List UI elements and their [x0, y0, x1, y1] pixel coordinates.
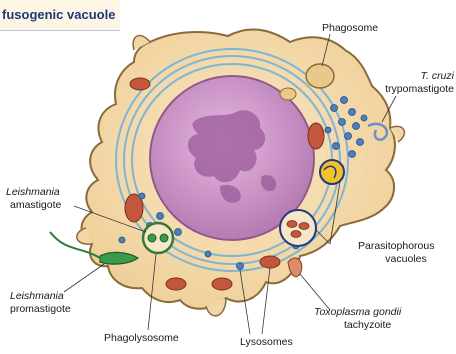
label-t-cruzi-stage: trypomastigote	[366, 83, 454, 95]
title-banner: fusogenic vacuole	[0, 0, 120, 31]
label-leishmania-promastigote-genus: Leishmania	[10, 290, 64, 302]
label-phagolysosome: Phagolysosome	[104, 332, 179, 344]
label-leishmania-amastigote-stage: amastigote	[10, 199, 61, 211]
label-leishmania-amastigote-genus: Leishmania	[6, 186, 60, 198]
vesicle	[280, 88, 296, 100]
page-title: fusogenic vacuole	[2, 7, 115, 22]
label-parasitophorous: Parasitophorous	[358, 240, 434, 252]
parasitophorous-vacuole	[280, 210, 316, 246]
phagosome	[306, 64, 334, 88]
label-toxoplasma-species: Toxoplasma gondii	[314, 306, 401, 318]
label-t-cruzi-species: T. cruzi	[366, 70, 454, 82]
label-vacuoles: vacuoles	[376, 253, 436, 265]
t-cruzi-vacuole	[320, 160, 344, 184]
label-lysosomes: Lysosomes	[240, 336, 293, 348]
label-leishmania-promastigote-stage: promastigote	[10, 303, 71, 315]
label-toxoplasma-stage: tachyzoite	[344, 319, 391, 331]
label-phagosome: Phagosome	[322, 22, 378, 34]
